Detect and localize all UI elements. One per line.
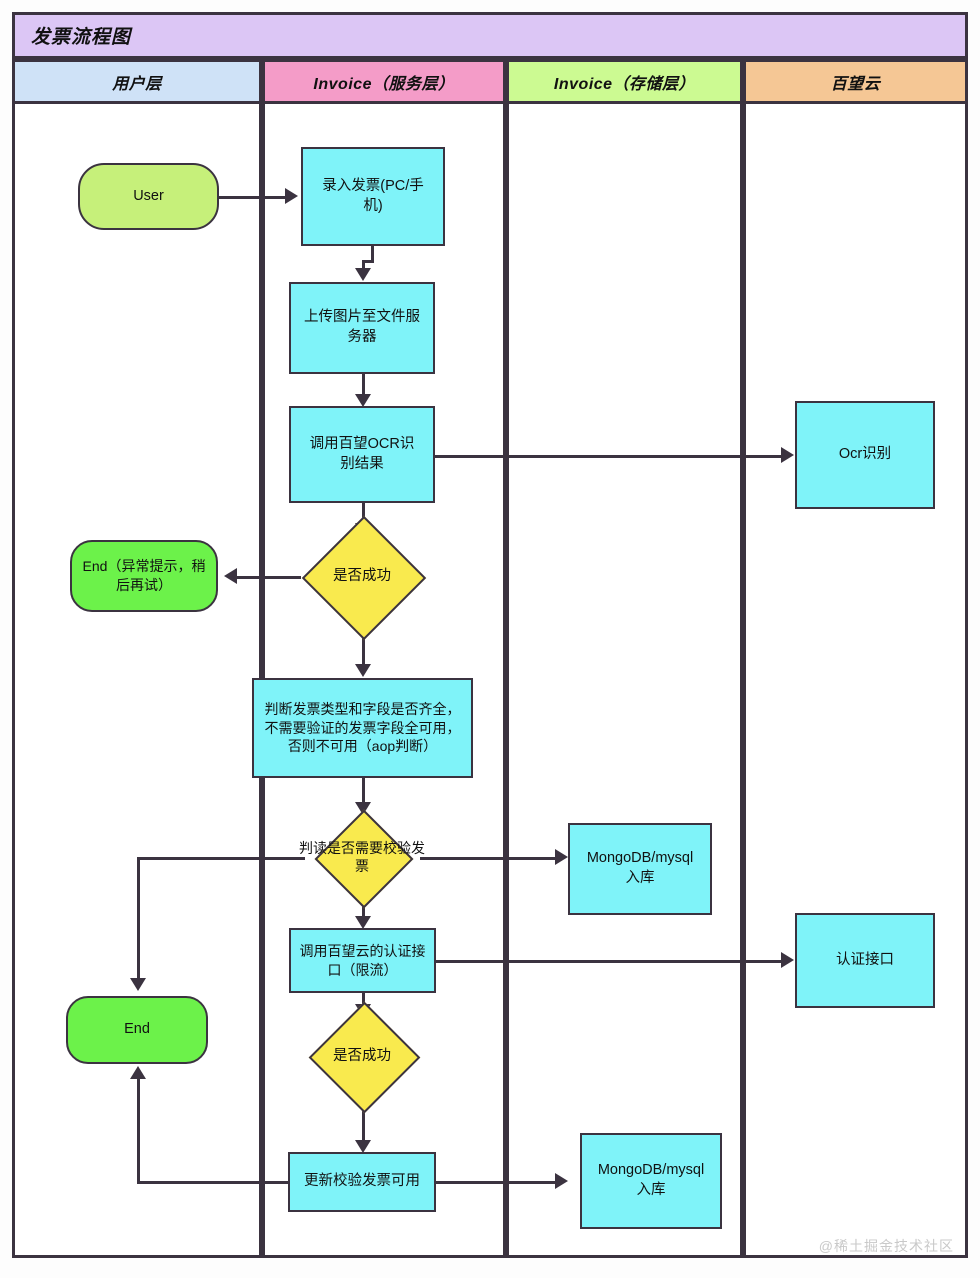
lane-header-service-label: Invoice（服务层） — [313, 75, 455, 93]
node-mongo-store-2-label: MongoDB/mysql入库 — [597, 1162, 705, 1198]
arrow-need-verify-to-end — [130, 978, 146, 991]
node-judge-fields-label: 判断发票类型和字段是否齐全，不需要验证的发票字段全可用，否则不可用（aop判断） — [264, 700, 461, 755]
arrow-update-to-end — [130, 1066, 146, 1079]
connector-judge-to-need-verify — [362, 778, 365, 810]
node-call-auth-api-label: 调用百望云的认证接口（限流） — [299, 942, 426, 978]
node-mongo-store-1-label: MongoDB/mysql入库 — [586, 850, 694, 886]
node-call-ocr[interactable]: 调用百望OCR识别结果 — [289, 406, 435, 503]
node-input-invoice-label: 录入发票(PC/手机) — [322, 177, 424, 214]
lane-header-storage-label: Invoice（存储层） — [553, 75, 696, 93]
connector-ocr-to-cloud — [435, 455, 785, 458]
connector-input-jog — [362, 260, 374, 263]
node-update-invoice-label: 更新校验发票可用 — [304, 1173, 420, 1190]
connector-decision2-to-update — [362, 1104, 365, 1146]
watermark: @稀土掘金技术社区 — [818, 1238, 954, 1254]
node-upload-image[interactable]: 上传图片至文件服务器 — [289, 282, 435, 374]
arrow-auth-to-cloud — [781, 952, 794, 968]
arrow-decision2-to-update — [355, 1140, 371, 1153]
arrow-need-verify-to-mongo1 — [555, 849, 568, 865]
lane-header-cloud: 百望云 — [743, 59, 968, 104]
connector-need-verify-to-mongo1 — [420, 857, 558, 860]
lane-header-user: 用户层 — [12, 59, 262, 104]
connector-need-verify-to-auth — [362, 904, 365, 922]
lane-header-service: Invoice（服务层） — [262, 59, 506, 104]
connector-auth-to-decision2 — [362, 993, 365, 1009]
lane-body-cloud — [743, 104, 968, 1258]
node-call-auth-api[interactable]: 调用百望云的认证接口（限流） — [289, 928, 436, 993]
connector-update-to-end-v — [137, 1076, 140, 1183]
connector-need-verify-to-end-h — [137, 857, 305, 860]
connector-auth-to-cloud — [436, 960, 785, 963]
node-mongo-store-2[interactable]: MongoDB/mysql入库 — [580, 1133, 722, 1229]
node-end-exception-label: End（异常提示，稍后再试） — [82, 558, 206, 593]
connector-user-to-input — [219, 196, 287, 199]
arrow-update-to-mongo2 — [555, 1173, 568, 1189]
node-mongo-store-1[interactable]: MongoDB/mysql入库 — [568, 823, 712, 915]
lane-body-storage — [506, 104, 743, 1258]
diagram-title-bar: 发票流程图 — [12, 12, 968, 59]
node-auth-api[interactable]: 认证接口 — [795, 913, 935, 1008]
node-end-exception[interactable]: End（异常提示，稍后再试） — [70, 540, 218, 612]
arrow-input-to-upload — [355, 268, 371, 281]
arrow-need-verify-to-auth — [355, 916, 371, 929]
node-user-label: User — [133, 187, 164, 204]
diagram-title: 发票流程图 — [31, 27, 132, 48]
connector-input-down-1 — [371, 246, 374, 262]
node-update-invoice[interactable]: 更新校验发票可用 — [288, 1152, 436, 1212]
node-upload-image-label: 上传图片至文件服务器 — [304, 309, 420, 345]
arrow-upload-to-ocr — [355, 394, 371, 407]
connector-input-down-2 — [362, 260, 365, 274]
lane-header-user-label: 用户层 — [112, 75, 162, 93]
node-end-plain[interactable]: End — [66, 996, 208, 1064]
connector-update-to-mongo2 — [436, 1181, 558, 1184]
arrow-decision-to-judge — [355, 664, 371, 677]
node-ocr-recognize-label: Ocr识别 — [838, 446, 892, 463]
node-user[interactable]: User — [78, 163, 219, 230]
connector-need-verify-to-end-v — [137, 857, 140, 983]
node-auth-api-label: 认证接口 — [836, 951, 894, 968]
connector-update-to-end-h — [137, 1181, 288, 1184]
connector-decision-to-judge — [362, 623, 365, 671]
connector-upload-to-ocr — [362, 374, 365, 400]
node-end-plain-label: End — [124, 1021, 150, 1038]
node-input-invoice[interactable]: 录入发票(PC/手机) — [301, 147, 445, 246]
node-judge-fields[interactable]: 判断发票类型和字段是否齐全，不需要验证的发票字段全可用，否则不可用（aop判断） — [252, 678, 473, 778]
node-ocr-recognize[interactable]: Ocr识别 — [795, 401, 935, 509]
node-call-ocr-label: 调用百望OCR识别结果 — [309, 435, 415, 472]
arrow-ocr-to-cloud — [781, 447, 794, 463]
arrow-user-to-input — [285, 188, 298, 204]
connector-decision-to-end-exception — [236, 576, 301, 579]
lane-header-storage: Invoice（存储层） — [506, 59, 743, 104]
arrow-decision-to-end-exception — [224, 568, 237, 584]
lane-header-cloud-label: 百望云 — [830, 75, 881, 93]
